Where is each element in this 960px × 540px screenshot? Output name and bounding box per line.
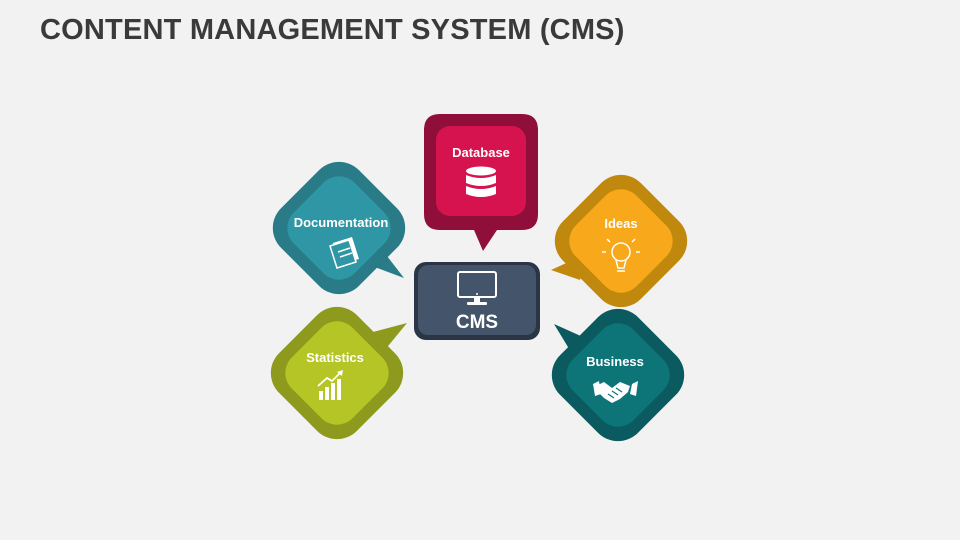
node-documentation: Documentation: [272, 161, 406, 295]
node-database-label: Database: [452, 145, 510, 160]
center-cms: CMS: [414, 262, 540, 340]
growth-chart-icon: [317, 370, 343, 400]
node-ideas: Ideas: [551, 174, 688, 308]
node-statistics: Statistics: [270, 306, 407, 440]
database-icon: [466, 166, 496, 197]
node-statistics-label: Statistics: [306, 350, 364, 365]
node-ideas-label: Ideas: [604, 216, 637, 231]
node-business: Business: [551, 308, 685, 442]
slide-title: CONTENT MANAGEMENT SYSTEM (CMS): [40, 14, 625, 46]
folder-icon: [329, 237, 359, 269]
center-cms-label: CMS: [456, 312, 498, 333]
monitor-icon: [457, 271, 497, 305]
node-documentation-label: Documentation: [294, 215, 389, 230]
node-business-label: Business: [586, 354, 644, 369]
node-database: Database: [424, 114, 538, 251]
handshake-icon: [593, 381, 638, 403]
lightbulb-icon: [602, 238, 640, 272]
